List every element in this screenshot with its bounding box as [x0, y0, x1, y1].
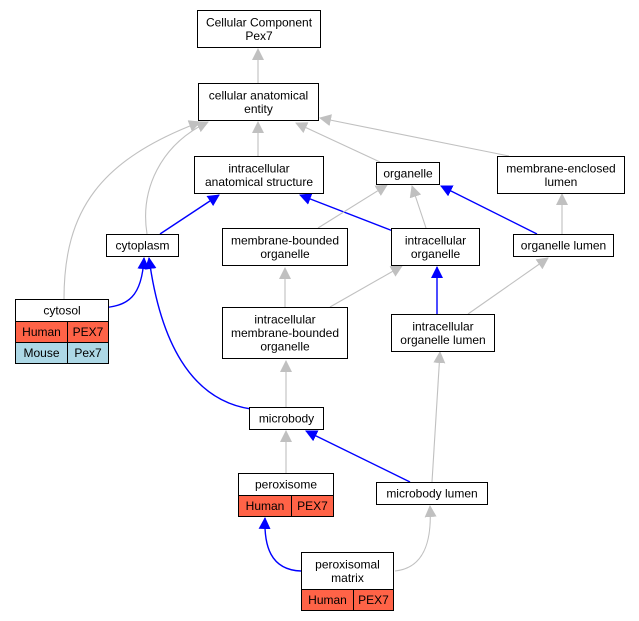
edge-cytoplasm-to-intra-struct: [159, 194, 220, 235]
node-microbody-lumen[interactable]: microbody lumen: [376, 482, 488, 505]
node-label-line: peroxisome: [255, 478, 317, 492]
edge-intra-org-to-intra-struct: [299, 193, 394, 232]
node-label-line: membrane-bounded: [231, 233, 339, 247]
gene-label: Pex7: [74, 346, 102, 360]
node-box: [222, 307, 348, 359]
gene-cell: [67, 342, 109, 364]
edge-microbody-lumen-to-intra-org-lumen: [431, 351, 446, 483]
node-organelle[interactable]: organelle: [376, 162, 440, 185]
node-box: [198, 83, 319, 121]
node-label-line: matrix: [331, 571, 364, 585]
edge-intra-org-to-organelle: [409, 185, 427, 229]
edge-org-lumen-to-organelle: [440, 185, 538, 235]
node-cytoplasm[interactable]: cytoplasm: [106, 234, 179, 257]
node-box: [376, 482, 488, 505]
node-org-lumen[interactable]: organelle lumen: [513, 234, 614, 257]
node-label-line: peroxisomal: [315, 557, 380, 571]
node-box: [106, 234, 179, 257]
node-label-line: anatomical structure: [205, 175, 313, 189]
gene-label: PEX7: [73, 325, 104, 339]
node-label-line: intracellular: [405, 233, 466, 247]
annotation-row: Human PEX7: [15, 321, 109, 343]
gene-label: PEX7: [297, 499, 328, 513]
edge-perox-matrix-to-peroxisome: [258, 517, 302, 572]
annotation-row: Human PEX7: [238, 495, 334, 517]
annotation-row: Human PEX7: [301, 589, 394, 611]
edge-intra-org-lumen-to-org-lumen: [467, 257, 549, 315]
edge-perox-matrix-to-microbody-lumen: [394, 505, 437, 572]
node-label-line: cellular anatomical: [209, 88, 308, 102]
edge-mem-bounded-org-to-organelle: [317, 184, 388, 229]
node-box: [222, 228, 348, 266]
node-box: [376, 162, 440, 185]
node-label-line: intracellular: [254, 313, 315, 327]
node-label-line: entity: [244, 102, 273, 116]
node-box: [391, 314, 495, 352]
edge-cytosol-to-anat-entity: [63, 120, 201, 300]
node-label-line: Pex7: [245, 29, 273, 43]
node-label-line: membrane-bounded: [231, 326, 339, 340]
node-label-line: cytosol: [43, 304, 80, 318]
edge-microbody-lumen-to-microbody: [305, 430, 411, 483]
node-box: [391, 228, 480, 266]
node-microbody[interactable]: microbody: [249, 407, 324, 430]
node-label-line: microbody: [259, 412, 314, 426]
node-label-line: organelle: [260, 247, 310, 261]
gene-cell: [291, 495, 334, 517]
node-label-line: cytoplasm: [115, 239, 169, 253]
node-label-line: Cellular Component: [206, 15, 313, 29]
node-box: [194, 156, 324, 194]
edge-mem-enclosed-lumen-to-anat-entity: [319, 114, 510, 157]
gene-label: PEX7: [358, 593, 389, 607]
node-label-line: intracellular: [412, 319, 473, 333]
node-box: [197, 10, 321, 48]
node-label-line: lumen: [545, 175, 578, 189]
node-label-line: organelle lumen: [521, 239, 606, 253]
node-box: [497, 156, 625, 194]
node-box: [249, 407, 324, 430]
node-label-line: organelle: [411, 247, 461, 261]
node-label-line: organelle: [260, 340, 310, 354]
edges-layer: [63, 48, 568, 572]
node-label-line: organelle lumen: [400, 333, 485, 347]
node-label-line: microbody lumen: [386, 487, 477, 501]
edge-organelle-to-anat-entity: [295, 122, 381, 163]
node-box: [513, 234, 614, 257]
edge-intra-mem-bounded-org-to-intra-org: [329, 265, 403, 308]
node-box: [301, 552, 394, 590]
species-label: Human: [22, 325, 61, 339]
edge-microbody-to-cytoplasm: [144, 257, 252, 410]
node-label-line: membrane-enclosed: [506, 161, 615, 175]
node-label-line: organelle: [383, 167, 433, 181]
species-label: Human: [246, 499, 285, 513]
node-label-line: intracellular: [228, 161, 289, 175]
annotation-row: Mouse Pex7: [15, 342, 109, 364]
species-label: Mouse: [23, 346, 59, 360]
species-label: Human: [308, 593, 347, 607]
gene-cell: [353, 589, 394, 611]
